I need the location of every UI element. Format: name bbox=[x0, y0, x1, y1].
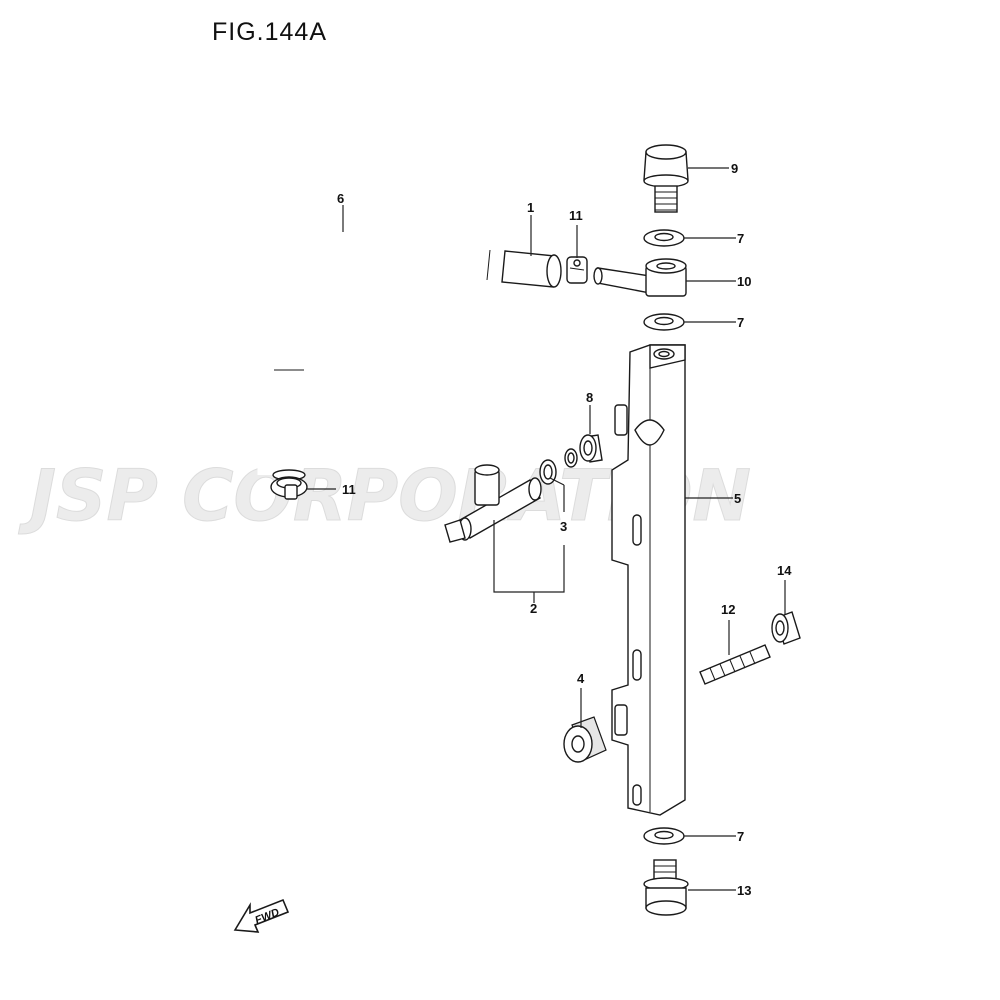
callout-1: 1 bbox=[527, 200, 534, 215]
part-7-gasket-upper[interactable] bbox=[643, 229, 685, 247]
part-9-union-bolt[interactable] bbox=[643, 144, 689, 213]
part-7-gasket-middle[interactable] bbox=[643, 313, 685, 331]
part-11-clip-lower[interactable] bbox=[270, 476, 308, 500]
part-7-gasket-lower[interactable] bbox=[643, 827, 685, 845]
callout-14: 14 bbox=[777, 563, 792, 578]
callout-7-upper: 7 bbox=[737, 231, 744, 246]
callout-11-upper: 11 bbox=[569, 208, 583, 223]
callout-11-lower: 11 bbox=[342, 482, 356, 497]
callout-10: 10 bbox=[737, 274, 751, 289]
figure-title: FIG.144A bbox=[212, 18, 327, 46]
part-1-hose[interactable] bbox=[486, 249, 562, 288]
part-11-clip-upper[interactable] bbox=[566, 256, 588, 284]
fwd-arrow: FWD bbox=[233, 898, 290, 933]
callout-12: 12 bbox=[721, 602, 735, 617]
leader-lines bbox=[307, 167, 786, 891]
callout-5: 5 bbox=[734, 491, 741, 506]
callout-9: 9 bbox=[731, 161, 738, 176]
part-5-fuel-delivery-pipe[interactable] bbox=[611, 344, 686, 816]
part-13-plug-bolt[interactable] bbox=[643, 859, 689, 916]
callout-7-middle: 7 bbox=[737, 315, 744, 330]
callout-7-lower: 7 bbox=[737, 829, 744, 844]
part-12-stud-bolt[interactable] bbox=[699, 644, 771, 685]
callout-labels: 6 1 11 9 7 10 7 8 5 11 3 2 4 12 14 7 13 bbox=[337, 161, 792, 898]
part-8-seal[interactable] bbox=[579, 434, 603, 463]
part-14-nut[interactable] bbox=[771, 611, 801, 645]
callout-3: 3 bbox=[560, 519, 567, 534]
callout-6: 6 bbox=[337, 191, 344, 206]
callout-8: 8 bbox=[586, 390, 593, 405]
part-3-o-ring[interactable] bbox=[539, 448, 578, 485]
part-10-union[interactable] bbox=[593, 258, 687, 297]
part-6-hose[interactable] bbox=[257, 217, 507, 481]
part-2-pipe-joint[interactable] bbox=[444, 464, 542, 543]
part-4-cushion[interactable] bbox=[563, 716, 607, 763]
callout-2: 2 bbox=[530, 601, 537, 616]
callout-13: 13 bbox=[737, 883, 751, 898]
callout-4: 4 bbox=[577, 671, 585, 686]
